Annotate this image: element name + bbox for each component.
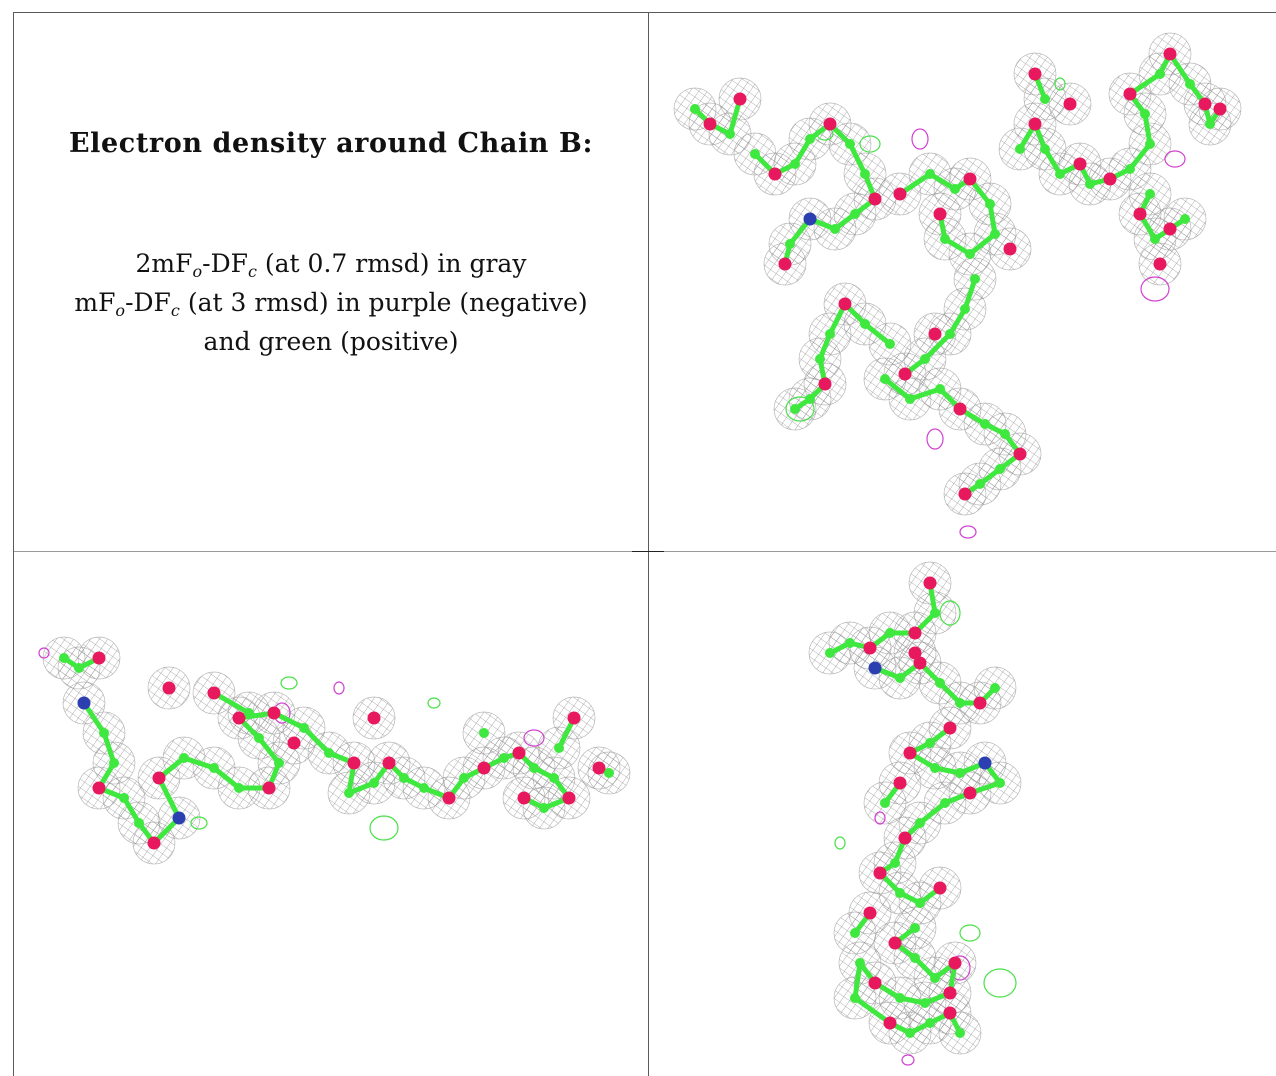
electron-density-mesh (42, 636, 631, 865)
electron-density-mesh (673, 32, 1242, 516)
left-border (13, 12, 14, 1076)
line2-mid: -DF (125, 288, 171, 317)
line1-sub-c: c (247, 262, 257, 281)
caption-title: Electron density around Chain B: (68, 128, 594, 159)
density-panel-bottom-right (650, 553, 1276, 1076)
density-image-side-view (38, 636, 631, 865)
line2-prefix: mF (74, 288, 116, 317)
density-image-top-view (808, 561, 1022, 1066)
molecule-atoms (690, 47, 1227, 501)
line1-suffix: (at 0.7 rmsd) in gray (256, 249, 527, 278)
caption-line-3: and green (positive) (203, 327, 459, 356)
density-image-front-view (673, 32, 1242, 539)
line1-sub-o: o (192, 262, 203, 281)
line2-suffix: (at 3 rmsd) in purple (negative) (179, 288, 588, 317)
line2-sub-o: o (115, 301, 126, 320)
middle-divider-tick (632, 551, 664, 552)
caption-line-1: 2mFo-DFc (at 0.7 rmsd) in gray (14, 244, 648, 283)
caption-description: 2mFo-DFc (at 0.7 rmsd) in gray mFo-DFc (… (14, 244, 648, 361)
difference-density-blobs (38, 647, 545, 841)
caption-cell: Electron density around Chain B: 2mFo-DF… (14, 0, 648, 538)
density-panel-top-right (650, 14, 1276, 550)
line1-prefix: 2mF (135, 249, 193, 278)
molecule-atoms (825, 576, 1005, 1038)
line1-mid: -DF (202, 249, 248, 278)
center-divider (648, 12, 649, 1076)
density-panel-bottom-left (14, 553, 647, 1076)
caption-line-2: mFo-DFc (at 3 rmsd) in purple (negative) (14, 283, 648, 322)
molecule-atoms (59, 651, 614, 850)
line2-sub-c: c (170, 301, 180, 320)
top-border (14, 12, 1276, 13)
